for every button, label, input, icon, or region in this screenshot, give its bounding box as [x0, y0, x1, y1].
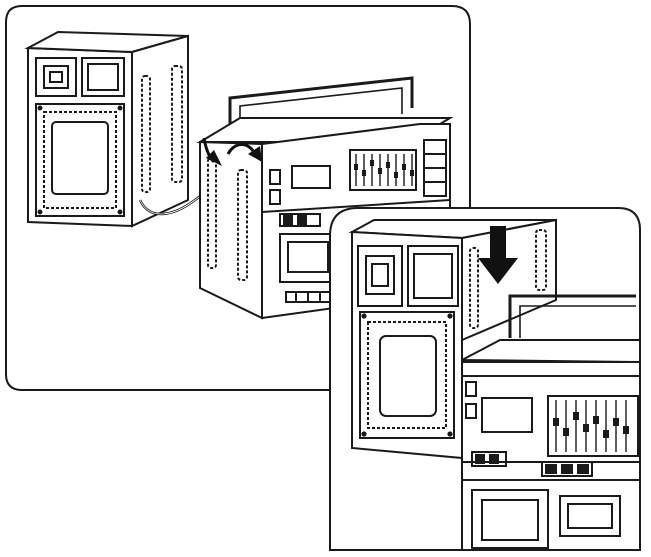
- inset-speaker-woofer: [359, 311, 455, 439]
- inset-speaker-unit: [348, 218, 557, 460]
- speaker-side: [131, 34, 189, 228]
- speaker-side-rail-2: [171, 65, 183, 183]
- speaker-unit: [24, 30, 189, 228]
- speaker-tweeter-right: [81, 57, 125, 97]
- slide-down-arrow: [478, 226, 518, 284]
- inset-boombox-equalizer: [547, 395, 639, 457]
- boombox-side: [199, 140, 263, 320]
- inset-boombox-cassette-deck: [471, 489, 549, 549]
- boombox-equalizer: [349, 149, 417, 191]
- inset-boombox-buttons: [471, 451, 507, 467]
- speaker-woofer-panel: [35, 103, 125, 217]
- inset-panel: [329, 207, 641, 551]
- speaker-tweeter-left: [35, 57, 77, 97]
- inset-boombox-unit: [461, 294, 641, 551]
- boombox-side-rail-2: [237, 169, 248, 281]
- boombox-button-row: [279, 213, 321, 227]
- main-panel: [5, 5, 471, 391]
- inset-boombox-handle: [508, 294, 636, 338]
- attach-arrow: [202, 137, 262, 166]
- boombox-handle: [228, 76, 414, 128]
- boombox-display: [291, 165, 331, 189]
- speaker-side-rail-1: [141, 75, 151, 193]
